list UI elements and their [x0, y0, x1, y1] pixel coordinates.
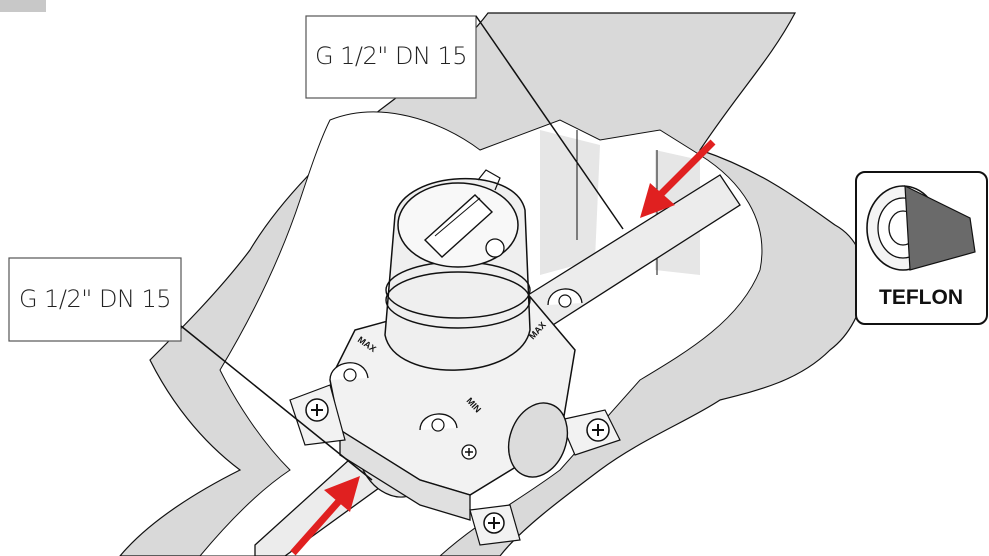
screw-icon — [305, 398, 329, 422]
callout-left: G 1/2" DN 15 — [8, 257, 373, 481]
mounting-lug — [547, 288, 583, 308]
teflon-label: TEFLON — [879, 286, 963, 309]
recess-shadow-band — [540, 130, 600, 275]
screw-icon — [483, 512, 505, 534]
screw-icon — [586, 418, 610, 442]
callout-top-text: G 1/2" DN 15 — [315, 42, 467, 70]
side-port — [507, 402, 569, 478]
inlet-pipe-left — [254, 449, 391, 556]
cartridge-ring-2 — [385, 271, 531, 329]
mounting-lug — [419, 413, 458, 432]
cartridge-handle-line — [434, 197, 481, 237]
flow-arrow-icon — [640, 139, 716, 218]
teflon-tape-icon — [866, 185, 976, 271]
teflon-panel: TEFLON — [855, 171, 988, 325]
callout-left-text: G 1/2" DN 15 — [19, 285, 171, 313]
cartridge-pin — [485, 238, 505, 258]
screw-icon — [461, 444, 477, 460]
mounting-lug — [329, 362, 369, 382]
cartridge-notch — [477, 169, 501, 191]
corner-tab — [0, 0, 46, 12]
cartridge-handle — [423, 194, 494, 258]
callout-top: G 1/2" DN 15 — [305, 15, 624, 230]
flow-arrow-icon — [290, 476, 360, 556]
